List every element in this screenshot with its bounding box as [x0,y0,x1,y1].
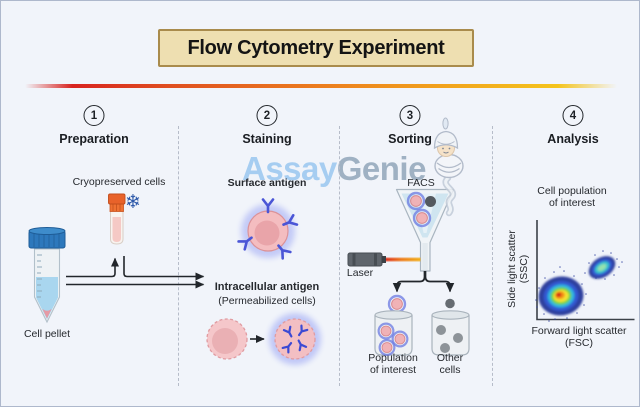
laser-graphic [347,252,421,267]
main-cluster [538,276,584,316]
stained-permeabilized-cell [269,313,321,365]
snowflake-icon: ❄ [125,192,141,213]
callout-line2: of interest [548,197,596,209]
population-of-interest-label: Population of interest [368,352,418,376]
laser-label: Laser [346,267,374,279]
cell-pellet-label: Cell pellet [23,328,71,340]
page-title: Flow Cytometry Experiment [158,29,474,67]
surface-antigen-label: Surface antigen [227,177,307,189]
step-number-2: 2 [256,105,278,126]
sort-split-arrows [392,271,455,293]
step-number-4: 4 [562,105,584,126]
sorted-cell-of-interest [387,294,407,314]
other-cells-tube [431,310,470,356]
fsc-line1: Forward light scatter [531,325,627,337]
fsc-line2: (FSC) [565,337,593,349]
step-title-sorting: Sorting [388,132,432,146]
population-tube [374,310,413,356]
callout-line1: Cell population [537,185,607,197]
cluster-speckles [535,250,623,322]
cryovial-graphic [108,193,126,245]
ssc-line2: (SSC) [518,254,530,284]
other-line2: cells [439,364,461,376]
falcon-tube-graphic [28,227,66,324]
ssc-line1: Side light scatter [506,230,518,308]
population-line1: Population [368,352,418,364]
y-axis-label: Side light scatter (SSC) [506,230,530,308]
sorted-other-cell [445,298,455,309]
genie-mascot-icon [433,117,464,217]
step-title-preparation: Preparation [59,132,129,146]
watermark-assay: Assay [242,150,337,187]
step-title-analysis: Analysis [547,132,599,146]
gradient-divider [25,84,617,88]
interest-cluster [588,256,616,279]
watermark-genie: Genie [336,150,427,187]
x-axis-label: Forward light scatter (FSC) [531,325,626,349]
prep-flow-arrows [66,256,205,289]
divider-1 [178,126,179,386]
scatter-plot [535,220,635,322]
other-line1: Other [436,352,464,364]
cryopreserved-cells-label: Cryopreserved cells [72,176,166,188]
divider-2 [339,126,340,386]
divider-3 [492,126,493,386]
surface-antigen-cell [237,198,299,260]
permeabilized-cell [206,318,248,360]
permeabilized-cells-label: (Permeabilized cells) [218,295,316,307]
intracellular-antigen-label: Intracellular antigen [214,281,320,293]
facs-label: FACS [407,177,435,189]
step-title-staining: Staining [242,132,292,146]
population-line2: of interest [369,364,417,376]
cell-population-callout: Cell population of interest [537,185,606,209]
other-cells-label: Other cells [437,352,463,376]
step-number-3: 3 [399,105,421,126]
step-number-1: 1 [83,105,105,126]
